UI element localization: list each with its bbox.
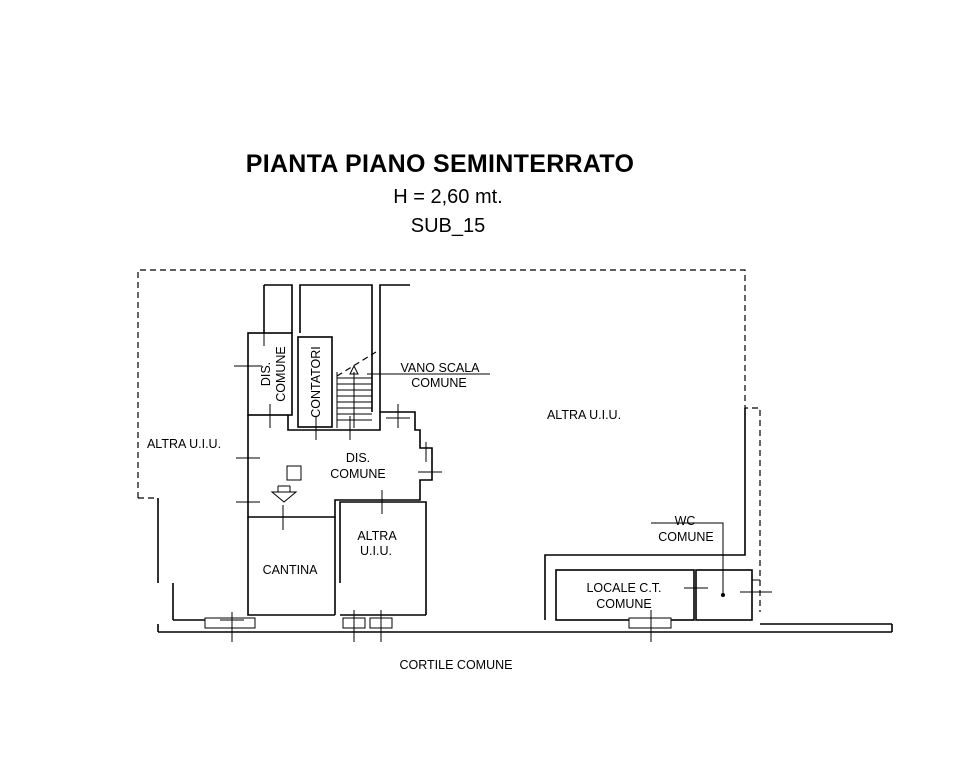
label-cortile-comune: CORTILE COMUNE bbox=[400, 658, 513, 672]
stair-steps bbox=[336, 351, 377, 428]
boundary-dashed bbox=[137, 269, 761, 612]
label-vano-scala-2: COMUNE bbox=[411, 376, 467, 390]
label-wc-2: COMUNE bbox=[658, 530, 714, 544]
label-altra-uiu-right: ALTRA U.I.U. bbox=[547, 408, 621, 422]
tick-crosses bbox=[220, 322, 772, 642]
label-dis-comune-2: COMUNE bbox=[330, 467, 386, 481]
label-altra-uiu-small-1: ALTRA bbox=[357, 529, 397, 543]
plan-sub: SUB_15 bbox=[411, 215, 486, 237]
room-cantina-and-altra bbox=[247, 501, 427, 616]
label-wc-1: WC bbox=[675, 514, 696, 528]
label-dis-comune-vertical-2: COMUNE bbox=[274, 346, 288, 402]
label-dis-comune-vertical-1: DIS. bbox=[259, 362, 273, 386]
plan-title: PIANTA PIANO SEMINTERRATO bbox=[246, 150, 635, 178]
label-locale-ct-2: COMUNE bbox=[596, 597, 652, 611]
label-vano-scala-1: VANO SCALA bbox=[401, 361, 481, 375]
label-locale-ct-1: LOCALE C.T. bbox=[586, 581, 661, 595]
label-altra-uiu-left: ALTRA U.I.U. bbox=[147, 437, 221, 451]
label-cantina: CANTINA bbox=[263, 563, 319, 577]
label-contatori: CONTATORI bbox=[309, 346, 323, 418]
room-locale-ct bbox=[544, 408, 760, 621]
label-altra-uiu-small-2: U.I.U. bbox=[360, 544, 392, 558]
plan-height: H = 2,60 mt. bbox=[393, 186, 503, 208]
ground-line bbox=[157, 498, 893, 633]
label-dis-comune-1: DIS. bbox=[346, 451, 370, 465]
